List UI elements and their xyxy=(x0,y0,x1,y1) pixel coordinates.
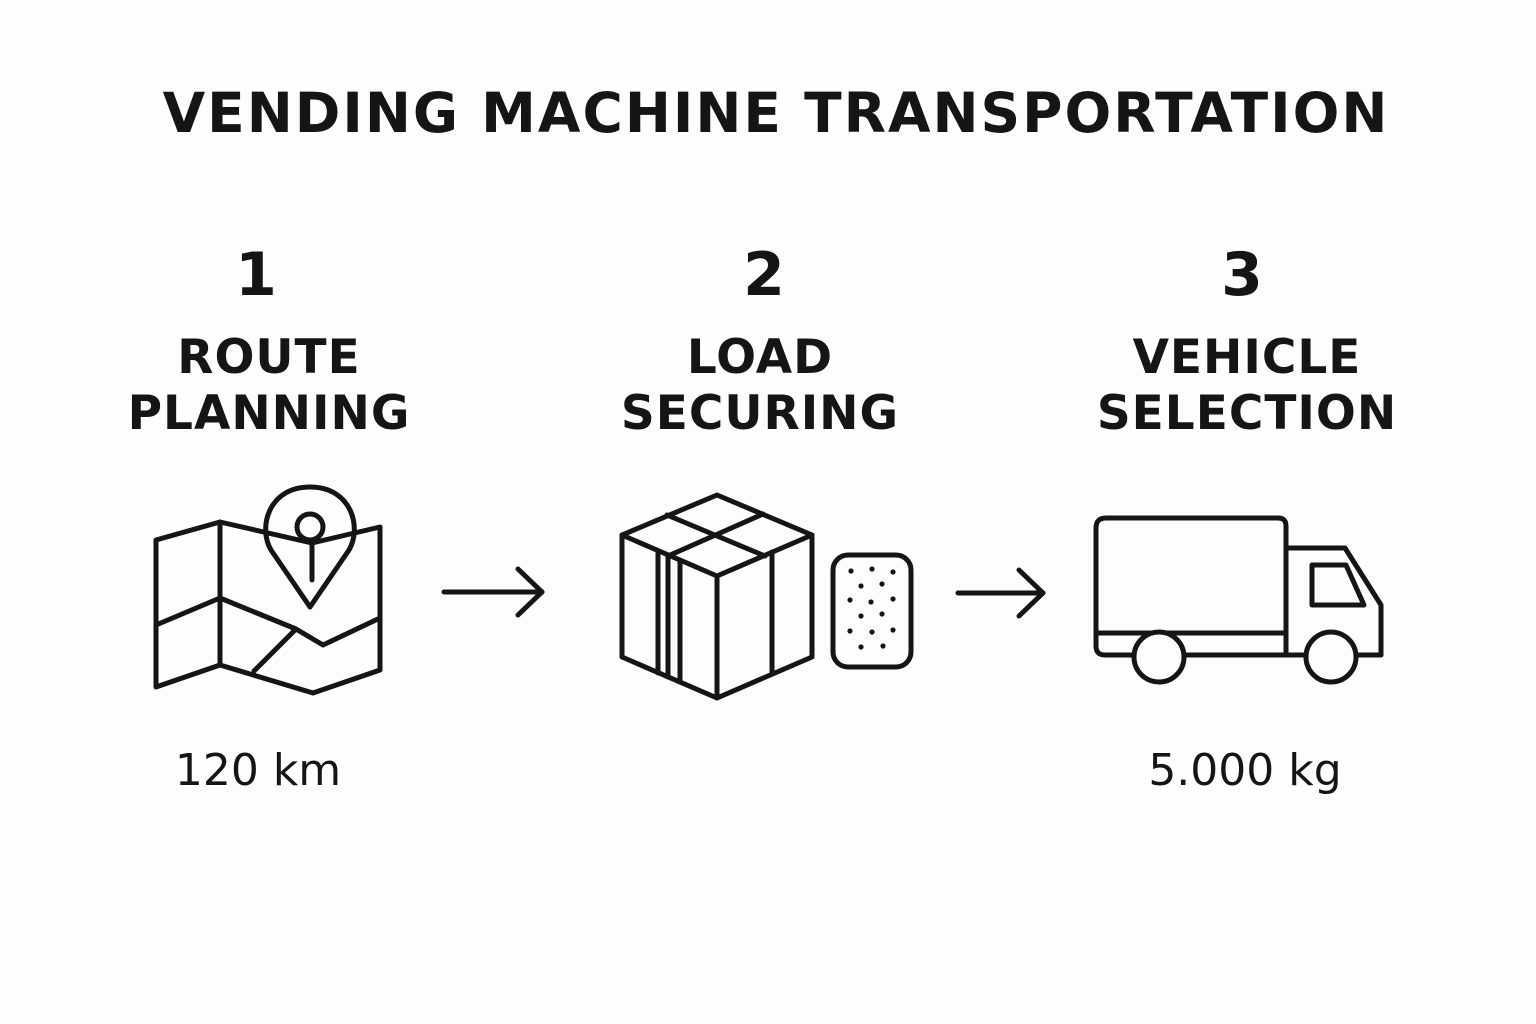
step-2-label: LOAD SECURING xyxy=(560,330,960,442)
truck-cargo xyxy=(1093,515,1289,658)
map-road-2 xyxy=(251,626,299,674)
map-pin xyxy=(263,484,357,610)
truck-wheel-rear xyxy=(1131,629,1187,685)
map-outline xyxy=(153,519,383,696)
step-3-value: 5.000 kg xyxy=(1148,745,1342,796)
step-3-label-line1: VEHICLE xyxy=(1132,330,1362,385)
arrow-right-icon xyxy=(955,567,1046,619)
box-right-face xyxy=(714,532,815,701)
box-tape-top-2 xyxy=(665,511,766,559)
step-3-label: VEHICLE SELECTION xyxy=(1047,330,1447,442)
step-3-label-line2: SELECTION xyxy=(1096,386,1398,441)
step-1-label-line1: ROUTE xyxy=(177,330,361,385)
truck-wheel-front xyxy=(1303,629,1359,685)
padding-block-icon xyxy=(830,552,914,670)
truck-icon xyxy=(1093,515,1384,685)
box-with-padding-icon xyxy=(619,492,914,701)
arrow-right-icon xyxy=(441,566,545,618)
step-1-value: 120 km xyxy=(174,745,342,796)
step-1-label: ROUTE PLANNING xyxy=(69,330,469,442)
map-pin-hole xyxy=(294,511,326,543)
box-icon xyxy=(619,492,815,701)
step-1-number: 1 xyxy=(235,240,277,310)
map-road-1 xyxy=(153,595,383,648)
truck-window xyxy=(1309,562,1367,608)
step-2-label-line2: SECURING xyxy=(620,386,900,441)
diagram-title: VENDING MACHINE TRANSPORTATION xyxy=(162,81,1390,145)
step-2-number: 2 xyxy=(743,240,785,310)
padding-block xyxy=(830,552,914,670)
step-3-number: 3 xyxy=(1221,240,1263,310)
step-1-label-line2: PLANNING xyxy=(127,386,411,441)
map-pin-icon xyxy=(153,484,383,696)
step-2-label-line1: LOAD xyxy=(686,330,834,385)
